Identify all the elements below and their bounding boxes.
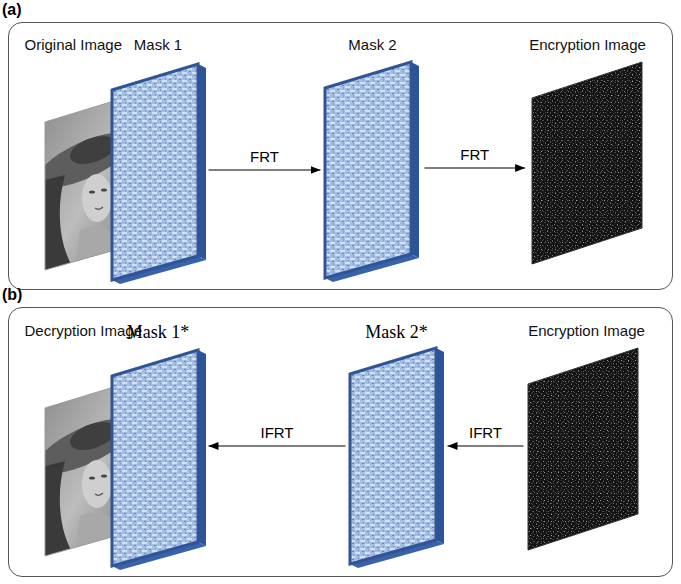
panel-letter: (a) <box>2 1 22 19</box>
label-holder: FRT <box>460 146 489 164</box>
transform-label: IFRT <box>469 424 502 441</box>
mask-node: Mask 1 <box>110 36 207 282</box>
panel-letter: (b) <box>2 286 22 304</box>
panel-frame: (a)Original ImageMask 1Mask 2Encryption … <box>8 22 673 290</box>
label-holder: IFRT <box>469 424 502 442</box>
image-caption: Mask 1* <box>127 322 190 342</box>
mask-plate <box>112 350 206 570</box>
transform-arrow <box>425 167 526 168</box>
panel-frame: (b)Decryption ImageMask 1*Mask 2*Encrypt… <box>8 307 673 577</box>
transform-label: IFRT <box>260 424 293 441</box>
noise-image <box>532 62 642 264</box>
image-node: Encryption Image <box>527 36 648 266</box>
image-caption: Original Image <box>25 36 123 54</box>
mask-node: Mask 2* <box>348 322 446 562</box>
transform-arrow <box>209 169 321 170</box>
image-caption: Encryption Image <box>528 322 645 340</box>
image-caption: Mask 2 <box>348 36 396 54</box>
mask-plate <box>325 62 419 282</box>
image-caption: Mask 1 <box>134 36 182 54</box>
image-node: Encryption Image <box>526 322 648 552</box>
label-holder: FRT <box>250 148 279 166</box>
noise-image <box>528 348 638 550</box>
transform-label: FRT <box>250 148 279 165</box>
label-holder: IFRT <box>260 424 293 442</box>
image-caption: Mask 2* <box>365 322 428 342</box>
transform-arrow <box>448 445 524 446</box>
image-caption: Encryption Image <box>529 36 646 54</box>
transform-label: FRT <box>460 146 489 163</box>
mask-node: Mask 1* <box>110 322 207 568</box>
mask-plate <box>112 64 206 284</box>
mask-node: Mask 2 <box>323 36 423 276</box>
mask-plate <box>350 348 444 568</box>
image-node: Decryption Image <box>25 322 150 556</box>
transform-arrow <box>209 445 346 446</box>
image-node: Original Image <box>25 36 150 270</box>
image-caption: Decryption Image <box>25 322 143 340</box>
